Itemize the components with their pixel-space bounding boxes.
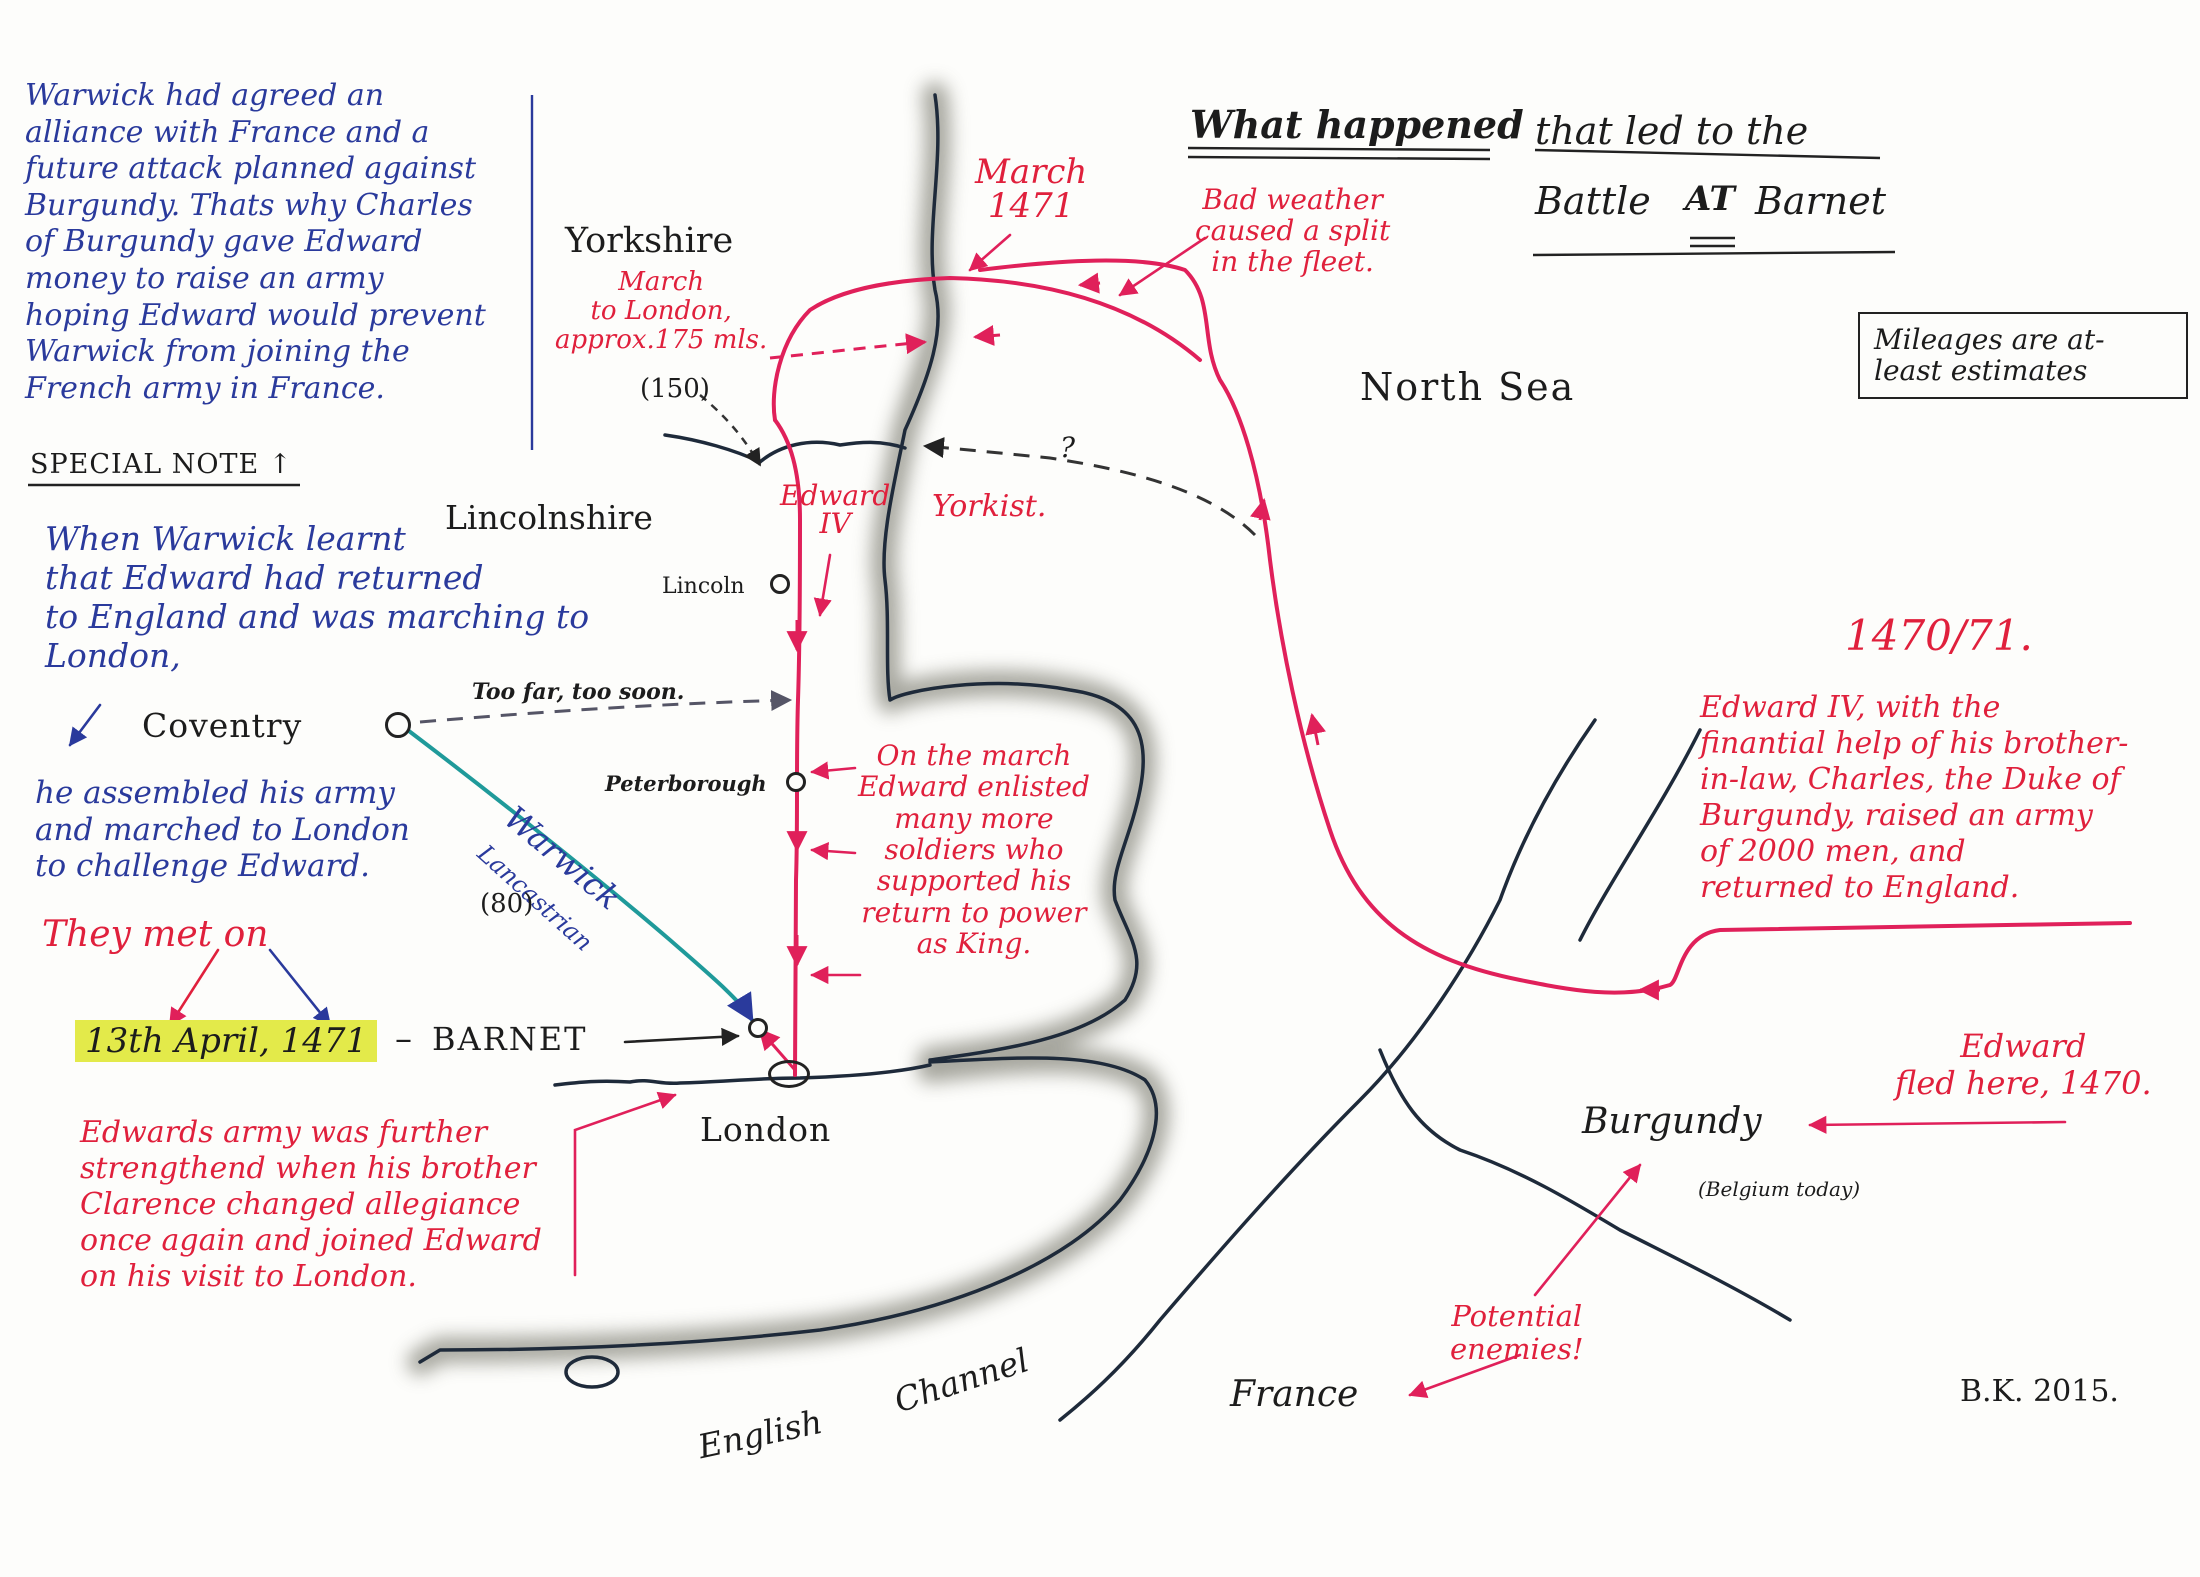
march-dashed-arrow: [769, 333, 928, 360]
barnet-label: BARNET: [432, 1020, 588, 1058]
warwick-learnt-note: When Warwick learnt that Edward had retu…: [45, 519, 590, 675]
place-north-sea: North Sea: [1360, 365, 1576, 409]
place-yorkshire: Yorkshire: [565, 221, 734, 261]
year-label: 1470/71.: [1845, 611, 2033, 660]
title-barnet: Barnet: [1755, 179, 1886, 223]
title-what-happened: What happened: [1190, 102, 1524, 147]
mileage-80: (80): [480, 889, 534, 919]
signature: B.K. 2015.: [1960, 1374, 2119, 1409]
mileages-text: Mileages are at- least estimates: [1874, 323, 2105, 388]
warwick-route: [403, 726, 754, 1023]
special-note-text: Warwick had agreed an alliance with Fran…: [25, 78, 486, 406]
annotation-arrows: [68, 233, 2067, 1398]
title-that-led: that led to the: [1535, 109, 1809, 153]
barnet-marker: [748, 1018, 768, 1038]
coventry-marker: [385, 712, 411, 738]
mileage-150: (150): [640, 374, 710, 404]
humber-estuary: [663, 433, 907, 464]
too-far-label: Too far, too soon.: [472, 679, 685, 705]
thames-estuary: [553, 1063, 932, 1087]
place-london: London: [700, 1110, 832, 1149]
question-mark: ?: [1060, 431, 1076, 464]
title-battle: Battle: [1535, 179, 1651, 223]
date-dash: –: [395, 1019, 412, 1059]
march-1471-label: March 1471: [975, 152, 1088, 226]
too-far-dashed-arrow: [419, 690, 793, 724]
edward-finance-note: Edward IV, with the finantial help of hi…: [1700, 690, 2129, 905]
march-to-london-note: March to London, approx.175 mls.: [555, 267, 768, 356]
lincoln-marker: [770, 574, 790, 594]
french-coast: [1058, 718, 1597, 1422]
they-met-on: They met on: [42, 914, 269, 955]
warwick-assembled-note: he assembled his army and marched to Lon…: [35, 775, 410, 885]
place-belgium-today: (Belgium today): [1698, 1177, 1861, 1201]
london-marker: [768, 1060, 810, 1088]
place-peterborough: Peterborough: [605, 771, 767, 796]
special-note-label: SPECIAL NOTE ↑: [30, 449, 293, 480]
low-countries-coast: [1578, 728, 1702, 942]
peterborough-marker: [786, 772, 806, 792]
edward-fled-note: Edward fled here, 1470.: [1895, 1027, 2152, 1102]
mileages-box: Mileages are at- least estimates: [1858, 312, 2188, 399]
yorkist-label: Yorkist.: [932, 489, 1047, 524]
battle-date: 13th April, 1471: [75, 1020, 378, 1063]
place-lincolnshire: Lincolnshire: [445, 498, 653, 537]
place-france: France: [1230, 1374, 1359, 1415]
coastline: [418, 93, 1792, 1422]
potential-enemies-note: Potential enemies!: [1450, 1299, 1584, 1367]
edward-iv-label: Edward IV: [780, 479, 891, 540]
bad-weather-note: Bad weather caused a split in the fleet.: [1195, 183, 1391, 278]
place-lincoln: Lincoln: [662, 574, 745, 599]
on-the-march-note: On the march Edward enlisted many more s…: [858, 739, 1090, 961]
place-coventry: Coventry: [142, 706, 303, 745]
decor-lines: [28, 95, 1896, 487]
isle-of-wight: [564, 1355, 620, 1389]
place-burgundy: Burgundy: [1582, 1101, 1762, 1142]
clarence-note: Edwards army was further strengthend whe…: [80, 1115, 542, 1294]
title-at: AT: [1685, 179, 1735, 219]
river: [1378, 1048, 1792, 1322]
mls150-dashed-arrow: [699, 394, 762, 467]
